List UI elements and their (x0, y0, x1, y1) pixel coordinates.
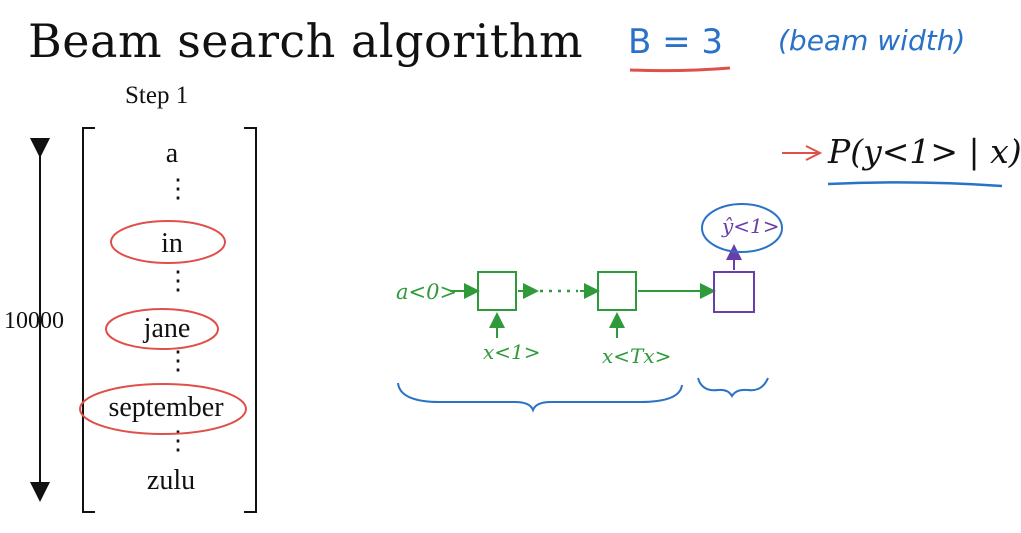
probability-arrow (782, 145, 823, 161)
y1-hat-circle (701, 203, 783, 253)
decoder-brace (697, 377, 769, 399)
vocab-word-in: in (161, 228, 183, 259)
probability-expression: P(y<1> | x) (828, 132, 1021, 171)
beam-width-underline (629, 66, 731, 73)
circle-september (79, 383, 247, 435)
left-bracket (82, 127, 95, 513)
x1-label: x<1> (483, 340, 541, 364)
a0-label: a<0> (396, 280, 458, 304)
vocab-word-september: september (108, 392, 224, 423)
y1-hat-label: ŷ<1> (722, 214, 780, 238)
right-bracket (244, 127, 257, 513)
rnn-cell-1 (477, 271, 517, 311)
encoder-brace (397, 382, 683, 413)
step-label: Step 1 (125, 82, 189, 109)
xTx-label: x<Tx> (602, 344, 672, 368)
probability-text: P(y<1> | x) (828, 132, 1021, 171)
circle-in (110, 220, 226, 264)
circle-jane (105, 308, 219, 350)
decoder-cell (713, 271, 755, 313)
vocab-word-jane: jane (143, 313, 191, 344)
beam-width-annotation: B = 3 (628, 22, 724, 62)
vocab-word-a: a (165, 138, 179, 169)
beam-width-note: (beam width) (778, 24, 966, 57)
slide-title: Beam search algorithm (28, 14, 584, 68)
probability-underline (827, 181, 1003, 188)
rnn-cell-tx (597, 271, 637, 311)
vocab-word-zulu: zulu (146, 465, 196, 496)
